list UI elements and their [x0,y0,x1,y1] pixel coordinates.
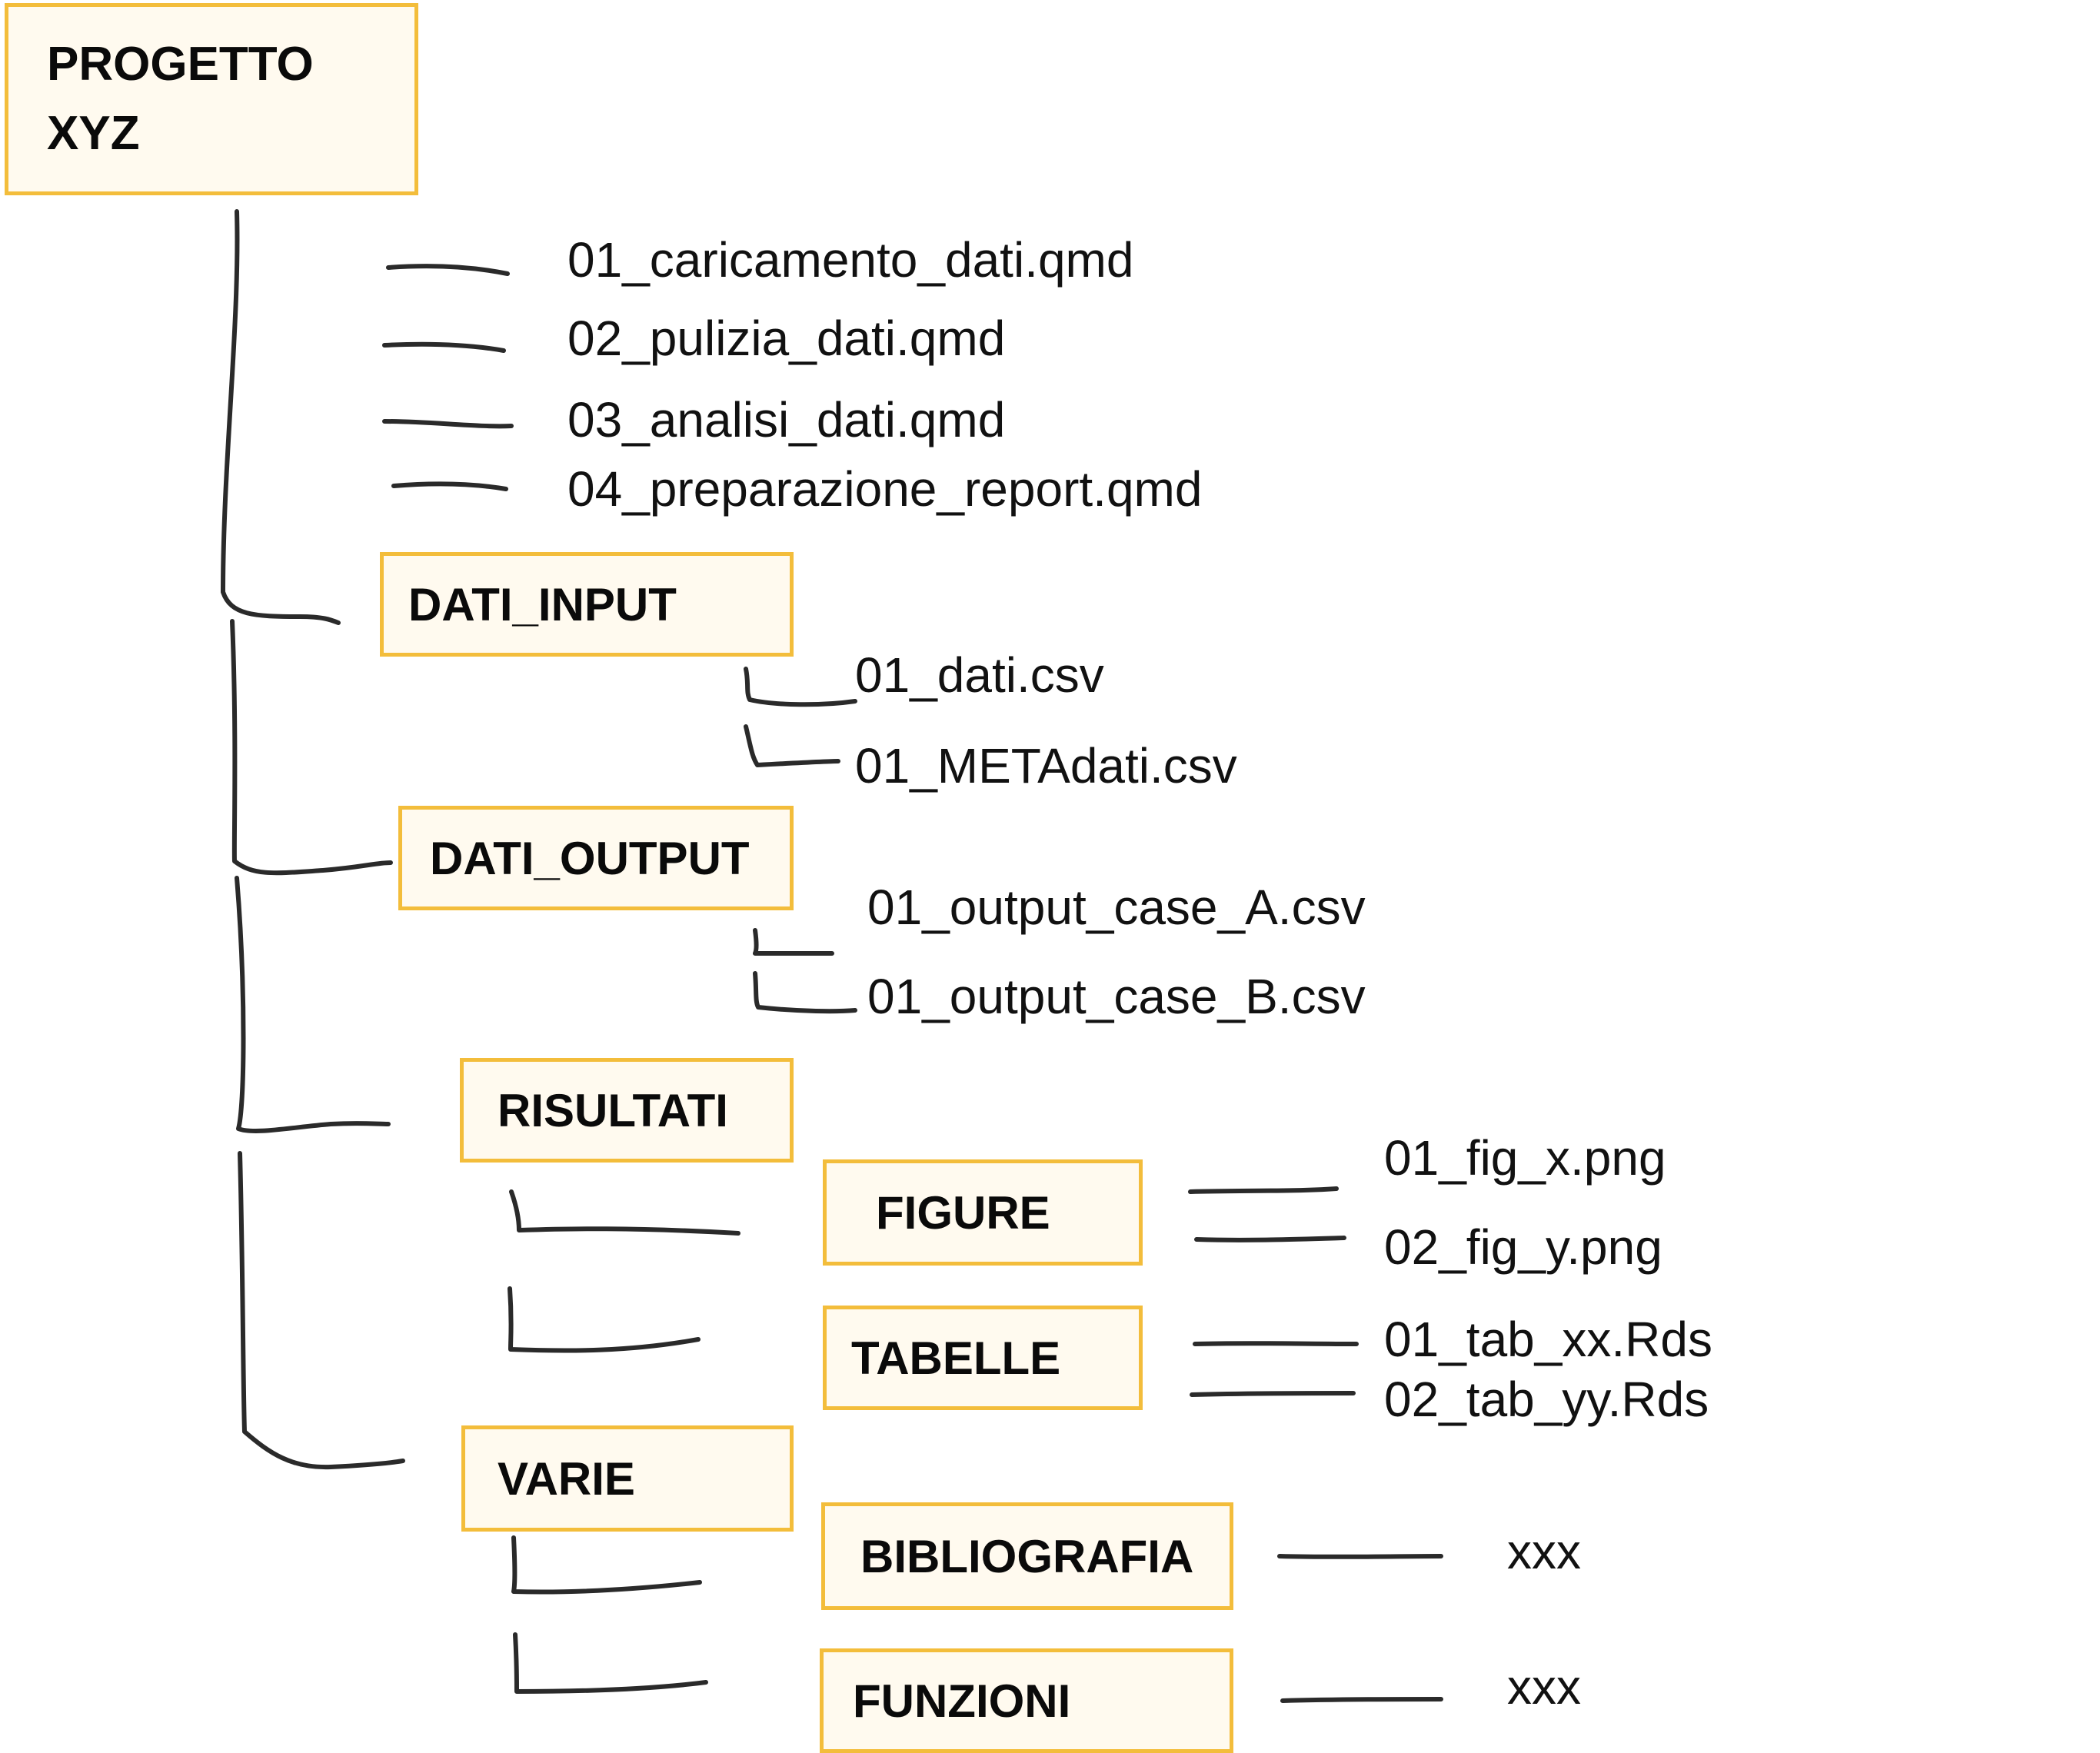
risultati-figure-connector [509,1189,740,1236]
tabelle-file-dash-1 [1193,1341,1359,1346]
root-file-1[interactable]: 01_caricamento_dati.qmd [567,232,1134,288]
bibliografia-file-1[interactable]: xxx [1507,1524,1581,1579]
dati-input-file-1[interactable]: 01_dati.csv [855,647,1104,703]
tabelle-file-1[interactable]: 01_tab_xx.Rds [1384,1312,1712,1367]
root-file-3[interactable]: 03_analisi_dati.qmd [567,392,1006,447]
folder-bibliografia-label: BIBLIOGRAFIA [860,1530,1194,1582]
funzioni-file-dash [1280,1697,1443,1703]
figure-file-1[interactable]: 01_fig_x.png [1384,1130,1666,1186]
folder-dati-output[interactable]: DATI_OUTPUT [398,806,794,910]
tabelle-file-dash-2 [1190,1391,1356,1397]
trunk-segment-3 [235,876,391,1133]
figure-file-2[interactable]: 02_fig_y.png [1384,1219,1662,1275]
funzioni-file-1[interactable]: xxx [1507,1659,1581,1715]
dati-output-connector-2 [753,971,857,1014]
figure-file-dash-1 [1188,1186,1339,1194]
risultati-tabelle-connector [508,1286,701,1353]
tabelle-file-2[interactable]: 02_tab_yy.Rds [1384,1372,1709,1427]
dati-output-file-2[interactable]: 01_output_case_B.csv [867,969,1366,1024]
folder-varie-label: VARIE [498,1452,635,1505]
varie-bibliografia-connector [511,1535,702,1595]
figure-file-dash-2 [1194,1236,1346,1242]
root-file-dash-2 [382,341,506,353]
root-file-4[interactable]: 04_preparazione_report.qmd [567,461,1203,517]
trunk-segment-1 [221,209,341,625]
folder-bibliografia[interactable]: BIBLIOGRAFIA [821,1502,1233,1610]
folder-risultati[interactable]: RISULTATI [460,1058,794,1163]
dati-input-file-2[interactable]: 01_METAdati.csv [855,738,1237,793]
root-file-2[interactable]: 02_pulizia_dati.qmd [567,311,1006,366]
dati-output-file-1[interactable]: 01_output_case_A.csv [867,880,1366,935]
folder-funzioni[interactable]: FUNZIONI [820,1648,1233,1753]
trunk-segment-4 [238,1151,405,1470]
dati-output-connector-1 [753,928,834,956]
root-file-dash-3 [382,419,514,429]
bibliografia-file-dash [1277,1554,1443,1559]
trunk-segment-2 [230,619,393,876]
folder-funzioni-label: FUNZIONI [853,1675,1071,1727]
dati-input-connector-2 [744,724,840,767]
folder-tabelle[interactable]: TABELLE [823,1306,1143,1410]
root-file-dash-4 [391,481,508,491]
folder-varie[interactable]: VARIE [461,1425,794,1532]
root-file-dash-1 [386,264,510,276]
folder-tabelle-label: TABELLE [851,1332,1061,1384]
folder-dati-output-label: DATI_OUTPUT [430,832,750,884]
root-folder[interactable]: PROGETTO XYZ [5,3,418,195]
root-folder-label-line2: XYZ [47,107,140,160]
varie-funzioni-connector [513,1632,708,1694]
folder-figure-label: FIGURE [876,1186,1050,1239]
folder-risultati-label: RISULTATI [498,1084,728,1136]
folder-figure[interactable]: FIGURE [823,1159,1143,1266]
dati-input-connector-1 [744,667,857,707]
folder-dati-input-label: DATI_INPUT [408,578,677,630]
root-folder-label-line1: PROGETTO [47,38,314,91]
folder-dati-input[interactable]: DATI_INPUT [380,552,794,657]
